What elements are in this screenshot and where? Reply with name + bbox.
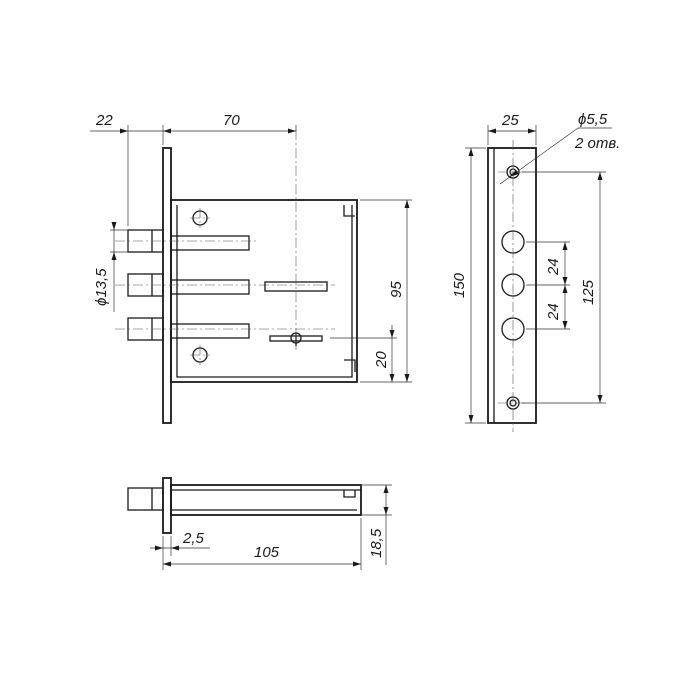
side-lock-body bbox=[170, 484, 362, 516]
front-corner-bracket-bottom bbox=[344, 359, 356, 372]
front-corner-bracket-top bbox=[343, 205, 355, 217]
side-bolt-stub bbox=[127, 487, 164, 511]
front-bolt-rod-1 bbox=[170, 235, 250, 251]
dim-105: 105 bbox=[254, 544, 280, 561]
dim-hole-diameter: ϕ5,5 bbox=[578, 111, 608, 128]
dim-25: 25 bbox=[501, 112, 519, 129]
dim-18-5: 18,5 bbox=[368, 528, 385, 558]
dim-125: 125 bbox=[580, 279, 597, 305]
front-view-dimensions: 22 70 ϕ13,5 95 20 bbox=[90, 112, 412, 383]
dim-22: 22 bbox=[95, 112, 113, 129]
front-faceplate bbox=[162, 147, 172, 424]
front-bolt-rod-3 bbox=[170, 323, 250, 339]
dim-24-lower: 24 bbox=[545, 303, 562, 321]
dim-95: 95 bbox=[388, 281, 405, 298]
dim-hole-count: 2 отв. bbox=[574, 135, 620, 152]
dim-70: 70 bbox=[223, 112, 240, 129]
front-view bbox=[115, 130, 358, 424]
strip-view-dimensions: 25 ϕ5,5 2 отв. 150 24 24 125 bbox=[451, 111, 620, 424]
strip-view bbox=[487, 140, 537, 432]
dim-150: 150 bbox=[451, 272, 468, 298]
strip-body bbox=[487, 147, 537, 424]
front-body-inner-edge bbox=[176, 205, 353, 378]
side-view bbox=[127, 477, 362, 534]
dim-20: 20 bbox=[373, 351, 390, 369]
front-bolt-rod-2 bbox=[170, 279, 250, 295]
dim-bolt-diameter: ϕ13,5 bbox=[93, 268, 110, 306]
dim-24-upper: 24 bbox=[545, 258, 562, 276]
side-view-dimensions: 2,5 105 18,5 bbox=[150, 484, 392, 570]
dim-2-5: 2,5 bbox=[182, 530, 205, 547]
side-body-clip bbox=[343, 490, 356, 498]
side-faceplate bbox=[162, 477, 172, 534]
